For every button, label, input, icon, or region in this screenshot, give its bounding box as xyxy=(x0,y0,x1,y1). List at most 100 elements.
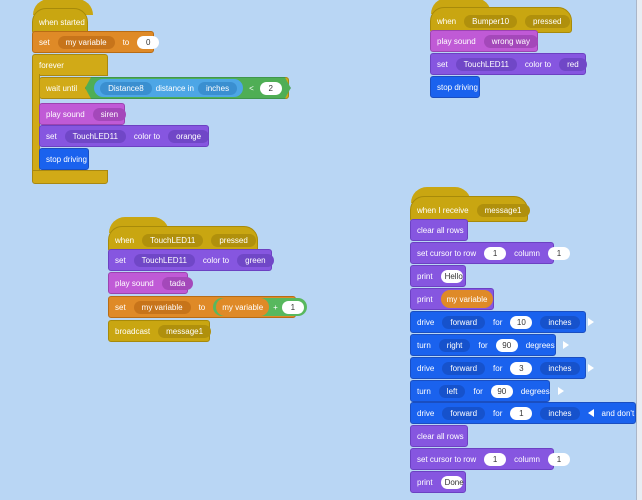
set-label: set xyxy=(46,131,57,141)
distance-input[interactable]: 1 xyxy=(510,406,533,420)
pressed-dropdown[interactable]: pressed xyxy=(211,233,256,247)
add-operator[interactable]: my variable + 1 xyxy=(213,298,307,316)
variable-dropdown[interactable]: my variable xyxy=(57,35,115,49)
set-label: set xyxy=(437,59,448,69)
set-led-color-block[interactable]: set TouchLED11 color to red xyxy=(430,53,587,75)
color-dropdown[interactable]: orange xyxy=(168,129,210,143)
degrees-input[interactable]: 90 xyxy=(490,384,513,398)
for-label: for xyxy=(493,363,503,373)
clear-all-rows-block[interactable]: clear all rows xyxy=(410,219,468,241)
set-label: set xyxy=(115,302,126,312)
to-label: to xyxy=(122,37,130,47)
distance-input[interactable]: 10 xyxy=(510,315,533,329)
distance-input[interactable]: 3 xyxy=(510,361,533,375)
row-input[interactable]: 1 xyxy=(484,452,507,466)
variable-reporter[interactable]: my variable xyxy=(216,298,270,316)
direction-dropdown[interactable]: forward xyxy=(442,361,486,375)
set-variable-block[interactable]: set my variable to 0 xyxy=(32,31,160,53)
sound-dropdown[interactable]: siren xyxy=(92,107,127,121)
variable-dropdown[interactable]: my variable xyxy=(133,300,191,314)
direction-dropdown[interactable]: forward xyxy=(442,315,486,329)
print-done-block[interactable]: print Done xyxy=(410,471,466,493)
play-arrow-left-icon[interactable] xyxy=(587,409,594,417)
column-input[interactable]: 1 xyxy=(547,452,570,466)
set-label: set xyxy=(39,37,50,47)
clear-all-rows-block[interactable]: clear all rows xyxy=(410,425,468,447)
column-input[interactable]: 1 xyxy=(547,246,570,260)
drive-no-wait-block[interactable]: drive forward for 1 inches and don't wai… xyxy=(410,402,642,424)
when-label: when xyxy=(437,16,457,26)
change-variable-block[interactable]: set my variable to my variable + 1 xyxy=(108,296,307,318)
message-dropdown[interactable]: message1 xyxy=(476,203,530,217)
led-dropdown[interactable]: TouchLED11 xyxy=(133,253,195,267)
unit-dropdown[interactable]: inches xyxy=(540,406,580,420)
play-arrow-icon[interactable] xyxy=(587,318,594,326)
value-input[interactable]: 0 xyxy=(137,35,160,49)
workspace-scrollbar[interactable] xyxy=(636,0,642,500)
drive-label: drive xyxy=(417,363,435,373)
play-arrow-icon[interactable] xyxy=(587,364,594,372)
turn-direction-dropdown[interactable]: left xyxy=(438,384,466,398)
dont-wait-label: and don't wait xyxy=(601,408,642,418)
stop-driving-label: stop driving xyxy=(437,82,478,92)
play-arrow-icon[interactable] xyxy=(557,387,564,395)
turn-block[interactable]: turn left for 90 degrees xyxy=(410,380,564,402)
color-dropdown[interactable]: green xyxy=(237,253,274,267)
stop-driving-block[interactable]: stop driving xyxy=(39,148,89,170)
distance-sensor-dropdown[interactable]: Distance8 xyxy=(100,82,152,95)
print-text-input[interactable]: Done xyxy=(440,475,464,489)
forever-block[interactable]: forever xyxy=(32,54,108,76)
variable-reporter[interactable]: my variable xyxy=(440,290,494,308)
direction-dropdown[interactable]: forward xyxy=(442,406,486,420)
set-led-color-block[interactable]: set TouchLED11 color to orange xyxy=(39,125,210,147)
less-than-operator[interactable]: Distance8 distance in inches < 2 xyxy=(85,77,291,99)
broadcast-block[interactable]: broadcast message1 xyxy=(108,320,212,342)
sound-dropdown[interactable]: tada xyxy=(161,276,194,290)
drive-label: drive xyxy=(417,317,435,327)
print-text-input[interactable]: Hello xyxy=(440,269,463,283)
print-label: print xyxy=(417,477,433,487)
color-dropdown[interactable]: red xyxy=(559,57,587,71)
row-input[interactable]: 1 xyxy=(484,246,507,260)
drive-block[interactable]: drive forward for 10 inches xyxy=(410,311,594,333)
play-arrow-icon[interactable] xyxy=(562,341,569,349)
compare-input[interactable]: 2 xyxy=(260,82,282,95)
color-to-label: color to xyxy=(133,131,161,141)
led-dropdown[interactable]: TouchLED11 xyxy=(64,129,126,143)
pressed-dropdown[interactable]: pressed xyxy=(525,14,570,28)
led-dropdown[interactable]: TouchLED11 xyxy=(455,57,517,71)
stop-driving-block[interactable]: stop driving xyxy=(430,76,480,98)
drive-label: drive xyxy=(417,408,435,418)
play-sound-block[interactable]: play sound tada xyxy=(108,272,194,294)
stop-driving-label: stop driving xyxy=(46,154,87,164)
for-label: for xyxy=(493,317,503,327)
play-sound-block[interactable]: play sound wrong way xyxy=(430,30,538,52)
set-cursor-label: set cursor to row xyxy=(417,454,477,464)
print-variable-block[interactable]: print my variable xyxy=(410,288,494,310)
unit-dropdown[interactable]: inches xyxy=(540,315,580,329)
unit-dropdown[interactable]: inches xyxy=(540,361,580,375)
set-cursor-block[interactable]: set cursor to row 1 column 1 xyxy=(410,242,570,264)
led-dropdown[interactable]: TouchLED11 xyxy=(142,233,204,247)
clear-all-rows-label: clear all rows xyxy=(417,225,464,235)
less-than-label: < xyxy=(249,83,254,93)
addend-input[interactable]: 1 xyxy=(281,300,304,314)
bumper-dropdown[interactable]: Bumper10 xyxy=(464,14,518,28)
sound-dropdown[interactable]: wrong way xyxy=(483,34,538,48)
set-cursor-block[interactable]: set cursor to row 1 column 1 xyxy=(410,448,570,470)
print-label: print xyxy=(417,271,433,281)
unit-dropdown[interactable]: inches xyxy=(198,82,237,95)
drive-block[interactable]: drive forward for 3 inches xyxy=(410,357,594,379)
set-led-color-block[interactable]: set TouchLED11 color to green xyxy=(108,249,274,271)
message-dropdown[interactable]: message1 xyxy=(158,324,212,338)
wait-until-block[interactable]: wait until Distance8 distance in inches … xyxy=(39,77,289,99)
degrees-input[interactable]: 90 xyxy=(495,338,518,352)
turn-label: turn xyxy=(417,340,431,350)
turn-label: turn xyxy=(417,386,431,396)
distance-reporter[interactable]: Distance8 distance in inches xyxy=(94,79,243,97)
print-hello-block[interactable]: print Hello xyxy=(410,265,466,287)
when-receive-block[interactable]: when I receive message1 xyxy=(410,187,530,222)
play-sound-block[interactable]: play sound siren xyxy=(39,103,127,125)
turn-direction-dropdown[interactable]: right xyxy=(438,338,471,352)
turn-block[interactable]: turn right for 90 degrees xyxy=(410,334,569,356)
